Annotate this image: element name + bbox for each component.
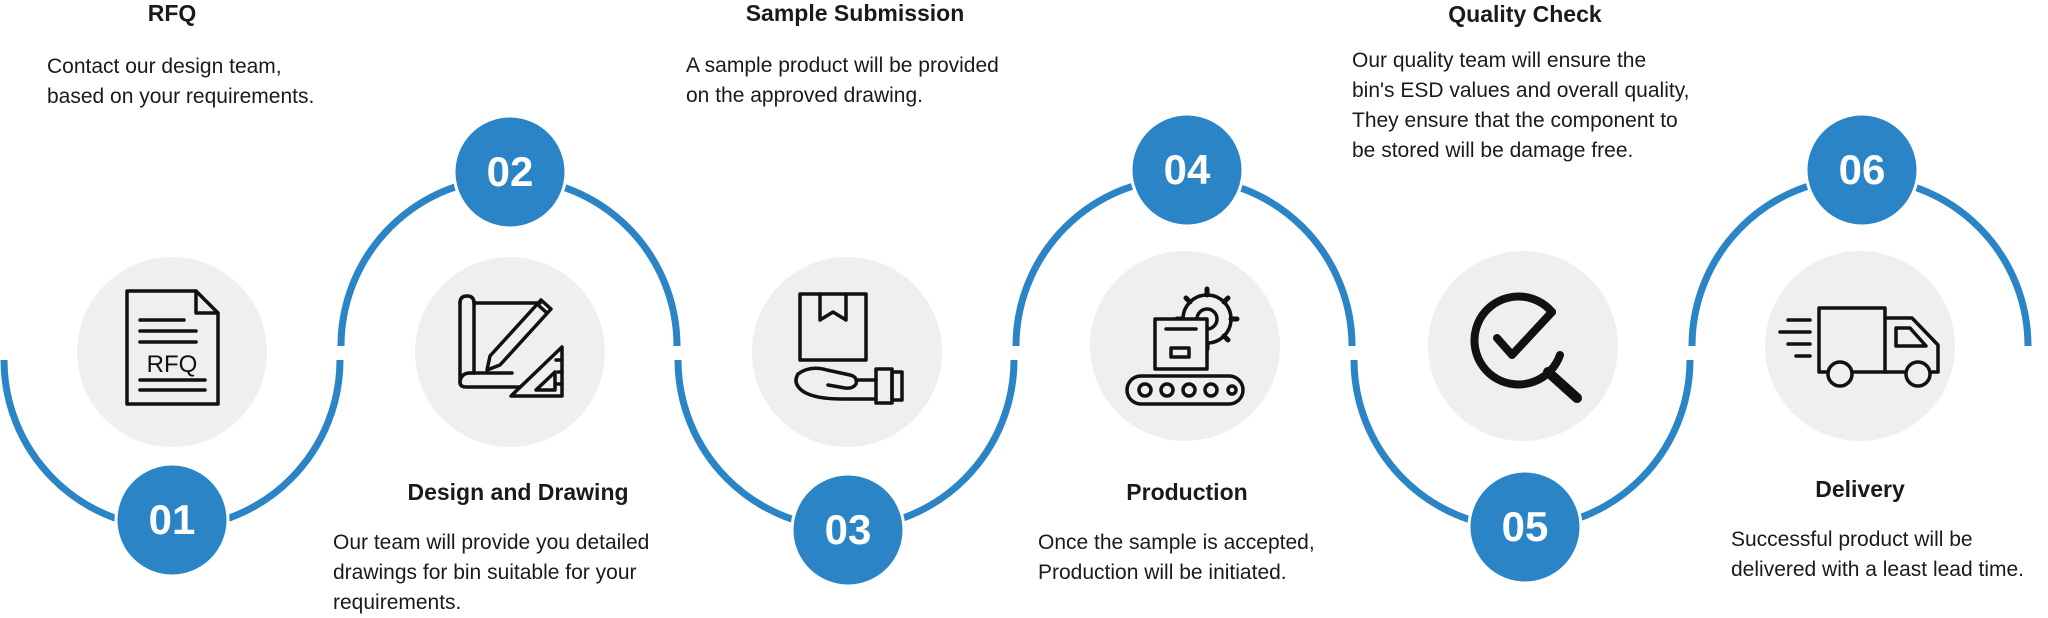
step-number: 05: [1502, 503, 1549, 550]
box-in-hand-icon: [794, 292, 904, 405]
rfq-document-icon: RFQ: [125, 289, 220, 406]
step-desc-sample: A sample product will be provided on the…: [686, 54, 999, 107]
step-badge-05: 05: [1467, 469, 1583, 585]
step-title-production: Production: [1126, 479, 1248, 505]
icon-bg-6: [1765, 251, 1955, 441]
step-desc-quality: Our quality team will ensure the bin's E…: [1352, 49, 1690, 162]
step-desc-rfq: Contact our design team, based on your r…: [47, 55, 315, 108]
step-desc-production: Once the sample is accepted, Production …: [1038, 531, 1315, 584]
step-badge-06: 06: [1804, 112, 1920, 228]
step-desc-delivery: Successful product will be delivered wit…: [1731, 528, 2024, 581]
step-badge-04: 04: [1129, 112, 1245, 228]
step-number: 02: [487, 148, 534, 195]
step-badge-03: 03: [790, 472, 906, 588]
step-badge-02: 02: [452, 114, 568, 230]
delivery-truck-icon: [1778, 306, 1940, 388]
step-title-delivery: Delivery: [1815, 476, 1905, 502]
rfq-icon-text: RFQ: [147, 351, 198, 378]
step-title-rfq: RFQ: [147, 0, 197, 26]
step-title-quality: Quality Check: [1448, 1, 1602, 27]
icon-bg-3: [752, 257, 942, 447]
step-number: 01: [149, 496, 196, 543]
step-number: 06: [1839, 146, 1886, 193]
step-badge-01: 01: [114, 462, 230, 578]
step-title-sample: Sample Submission: [745, 0, 965, 26]
magnifier-check-icon: [1470, 292, 1582, 403]
step-title-design: Design and Drawing: [407, 479, 629, 505]
blueprint-pencil-icon: [458, 294, 564, 398]
conveyor-gear-icon: [1125, 286, 1245, 406]
step-desc-design: Our team will provide you detailed drawi…: [333, 531, 650, 614]
step-number: 03: [825, 506, 872, 553]
step-number: 04: [1164, 146, 1211, 193]
